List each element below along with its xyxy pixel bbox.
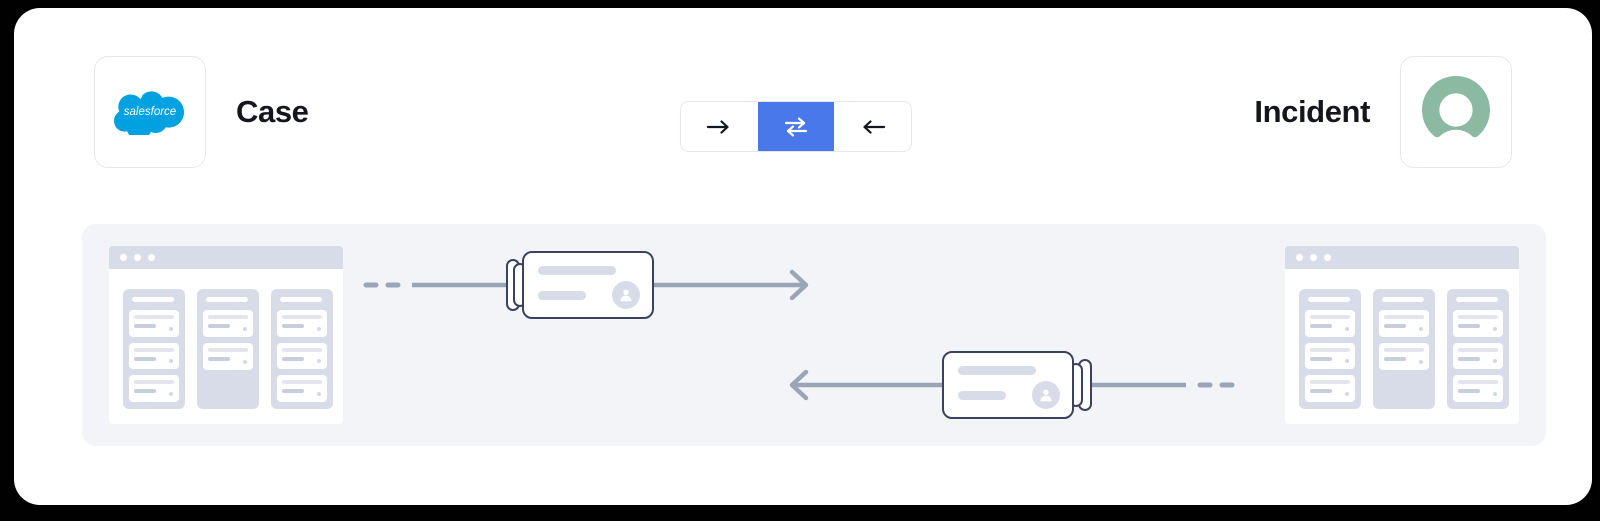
bidirectional-arrows-icon: [782, 115, 810, 139]
wireframe-card: [1379, 310, 1429, 337]
user-avatar-icon: [1032, 381, 1060, 409]
column-title-placeholder: [1456, 297, 1498, 302]
wireframe-card: [203, 343, 253, 370]
salesforce-cloud-logo: salesforce: [114, 85, 186, 140]
wireframe-left: [109, 246, 343, 424]
window-dot-icon: [120, 254, 127, 261]
wireframe-column: [123, 289, 185, 409]
servicenow-donut-logo: [1419, 73, 1493, 152]
wireframe-column: [1373, 289, 1435, 409]
sync-direction-toggle[interactable]: [680, 101, 912, 152]
record-subtitle-placeholder: [538, 291, 586, 300]
wireframe-card: [277, 309, 327, 337]
window-dot-icon: [1324, 254, 1331, 261]
integration-diagram-card: salesforce Case: [14, 8, 1592, 505]
wireframe-right: [1285, 246, 1519, 424]
column-title-placeholder: [280, 297, 322, 302]
wireframe-card: [1305, 375, 1355, 403]
toggle-option-one-way-right[interactable]: [681, 102, 758, 151]
wireframe-card: [1305, 309, 1355, 337]
right-system-header: Incident: [1254, 56, 1512, 168]
column-title-placeholder: [1382, 297, 1424, 302]
toggle-option-bidirectional[interactable]: [757, 102, 835, 151]
wireframe-card: [203, 310, 253, 337]
left-system-header: salesforce Case: [94, 56, 309, 168]
wireframe-card: [1453, 375, 1503, 403]
salesforce-logo-tile: salesforce: [94, 56, 206, 168]
wireframe-titlebar: [1285, 246, 1519, 269]
wireframe-card: [277, 375, 327, 403]
wireframe-card: [1305, 342, 1355, 370]
arrow-left-icon: [860, 118, 886, 136]
wireframe-titlebar: [109, 246, 343, 269]
window-dot-icon: [1296, 254, 1303, 261]
column-title-placeholder: [132, 297, 174, 302]
salesforce-logo-text: salesforce: [124, 106, 176, 118]
column-title-placeholder: [206, 297, 248, 302]
wireframe-board: [109, 269, 343, 424]
window-dot-icon: [148, 254, 155, 261]
wireframe-card: [277, 342, 327, 370]
sync-flow-panel: [82, 224, 1546, 446]
window-dot-icon: [134, 254, 141, 261]
record-subtitle-placeholder: [958, 391, 1006, 400]
wireframe-column: [1299, 289, 1361, 409]
wireframe-card: [129, 375, 179, 403]
column-title-placeholder: [1308, 297, 1350, 302]
arrow-right-icon: [706, 118, 732, 136]
record-card[interactable]: [522, 251, 654, 319]
record-title-placeholder: [958, 366, 1036, 375]
wireframe-card: [1453, 309, 1503, 337]
wireframe-board: [1285, 269, 1519, 424]
right-object-label: Incident: [1254, 94, 1370, 129]
left-object-label: Case: [236, 94, 309, 129]
wireframe-card: [129, 309, 179, 337]
toggle-option-one-way-left[interactable]: [834, 102, 911, 151]
servicenow-logo-tile: [1400, 56, 1512, 168]
record-title-placeholder: [538, 266, 616, 275]
wireframe-card: [129, 342, 179, 370]
wireframe-card: [1379, 343, 1429, 370]
user-avatar-icon: [612, 281, 640, 309]
wireframe-column: [271, 289, 333, 409]
flow-right-to-left: [774, 340, 1244, 430]
window-dot-icon: [1310, 254, 1317, 261]
record-card[interactable]: [942, 351, 1074, 419]
wireframe-card: [1453, 342, 1503, 370]
wireframe-column: [197, 289, 259, 409]
flow-left-to-right: [354, 240, 824, 330]
wireframe-column: [1447, 289, 1509, 409]
